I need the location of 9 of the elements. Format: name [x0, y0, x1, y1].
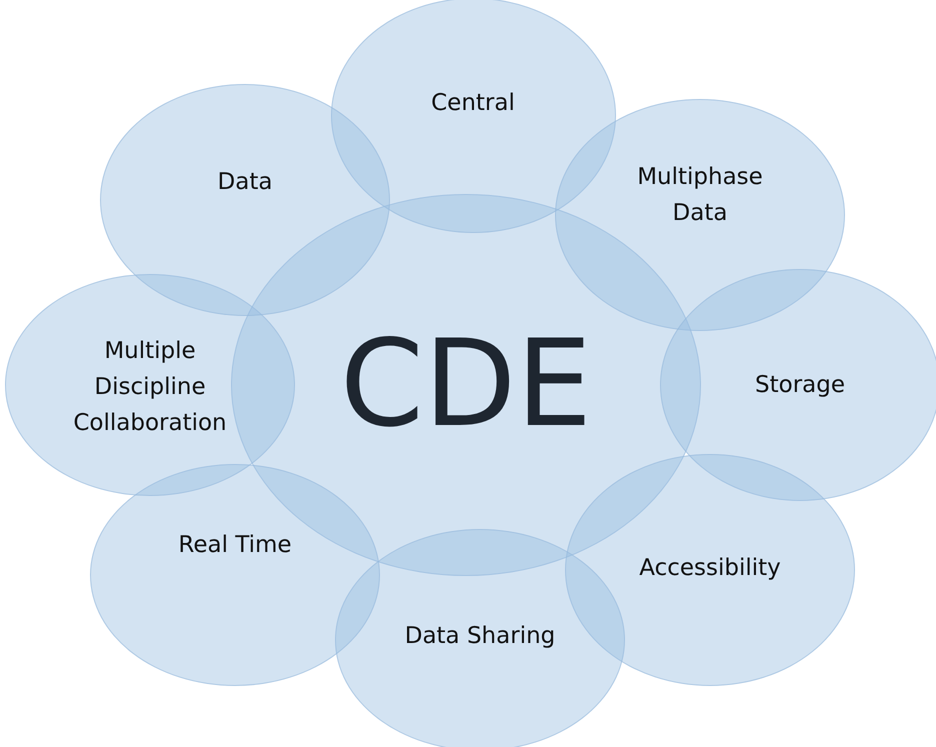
center-title: CDE — [338, 320, 593, 450]
petal-label: Data — [216, 168, 274, 197]
petal-label: Central — [430, 89, 516, 118]
petal-label: Storage — [754, 371, 846, 400]
petal-label: Multiple Discipline Collaboration — [72, 337, 228, 438]
petal-label: Accessibility — [638, 554, 782, 583]
petal-label: Real Time — [177, 531, 293, 560]
petal-label: Multiphase Data — [636, 163, 764, 228]
petal-label: Data Sharing — [404, 622, 556, 651]
